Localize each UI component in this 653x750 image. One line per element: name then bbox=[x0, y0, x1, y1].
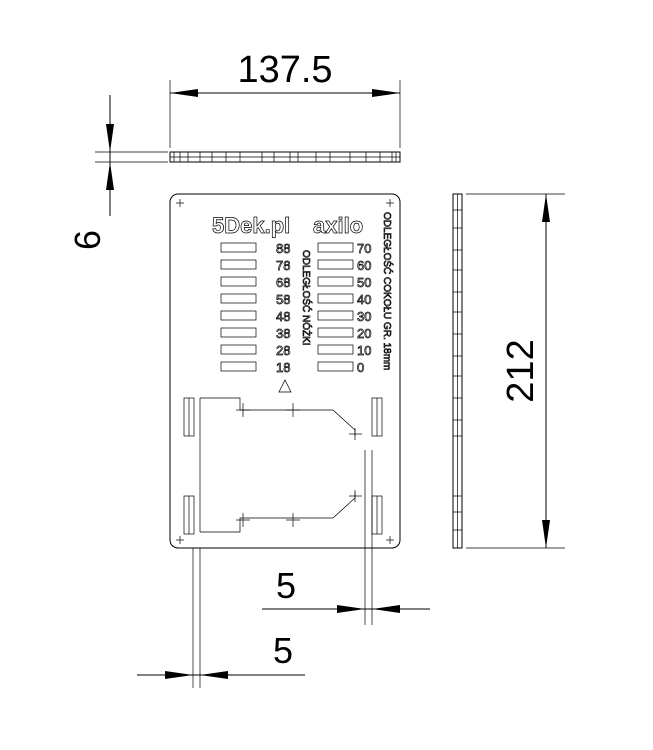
right-number: 60 bbox=[357, 258, 371, 273]
cutout-outline bbox=[183, 397, 383, 535]
center-vertical-label: ODLEGŁOŚĆ NÓŻKI bbox=[300, 250, 313, 346]
right-number: 20 bbox=[357, 326, 371, 341]
left-number: 68 bbox=[276, 275, 290, 290]
right-slots bbox=[317, 242, 354, 372]
bottom-lower-dimension: 5 bbox=[137, 630, 305, 679]
right-number: 30 bbox=[357, 309, 371, 324]
side-vertical-label: ODLEGŁOŚĆ COKOŁU GR. 18mm bbox=[381, 212, 394, 370]
right-number: 10 bbox=[357, 343, 371, 358]
right-number: 50 bbox=[357, 275, 371, 290]
left-thickness-dimension: 6 bbox=[67, 95, 168, 250]
right-number: 0 bbox=[357, 360, 364, 375]
right-height-dimension: 212 bbox=[466, 193, 565, 549]
left-number: 48 bbox=[276, 309, 290, 324]
left-number: 28 bbox=[276, 343, 290, 358]
left-slots bbox=[220, 242, 257, 372]
right-number-column: 70 60 50 40 30 20 10 0 bbox=[357, 241, 372, 376]
brand-logo-text: 5Dek.pl bbox=[212, 213, 290, 238]
bottom-extension-lines bbox=[192, 450, 373, 688]
bottom-lower-label: 5 bbox=[273, 630, 293, 671]
right-number: 70 bbox=[357, 241, 371, 256]
left-number: 88 bbox=[276, 241, 290, 256]
left-thickness-label: 6 bbox=[67, 230, 108, 250]
left-number-column: 88 78 68 58 48 38 28 18 bbox=[276, 241, 291, 376]
side-edge-view bbox=[452, 193, 463, 549]
bottom-upper-label: 5 bbox=[276, 565, 296, 606]
plate-front-view: 5Dek.pl axilo 88 78 68 58 48 38 28 18 OD… bbox=[169, 193, 401, 688]
top-width-dimension: 137.5 bbox=[169, 49, 401, 148]
top-width-label: 137.5 bbox=[237, 49, 332, 91]
triangle-marker-icon bbox=[278, 379, 292, 393]
left-number: 78 bbox=[276, 258, 290, 273]
top-edge-view bbox=[169, 151, 401, 163]
bottom-upper-dimension: 5 bbox=[262, 565, 430, 613]
left-number: 38 bbox=[276, 326, 290, 341]
right-number: 40 bbox=[357, 292, 371, 307]
right-height-label: 212 bbox=[500, 339, 542, 402]
product-name-text: axilo bbox=[313, 213, 363, 238]
left-number: 18 bbox=[276, 360, 290, 375]
left-number: 58 bbox=[276, 292, 290, 307]
